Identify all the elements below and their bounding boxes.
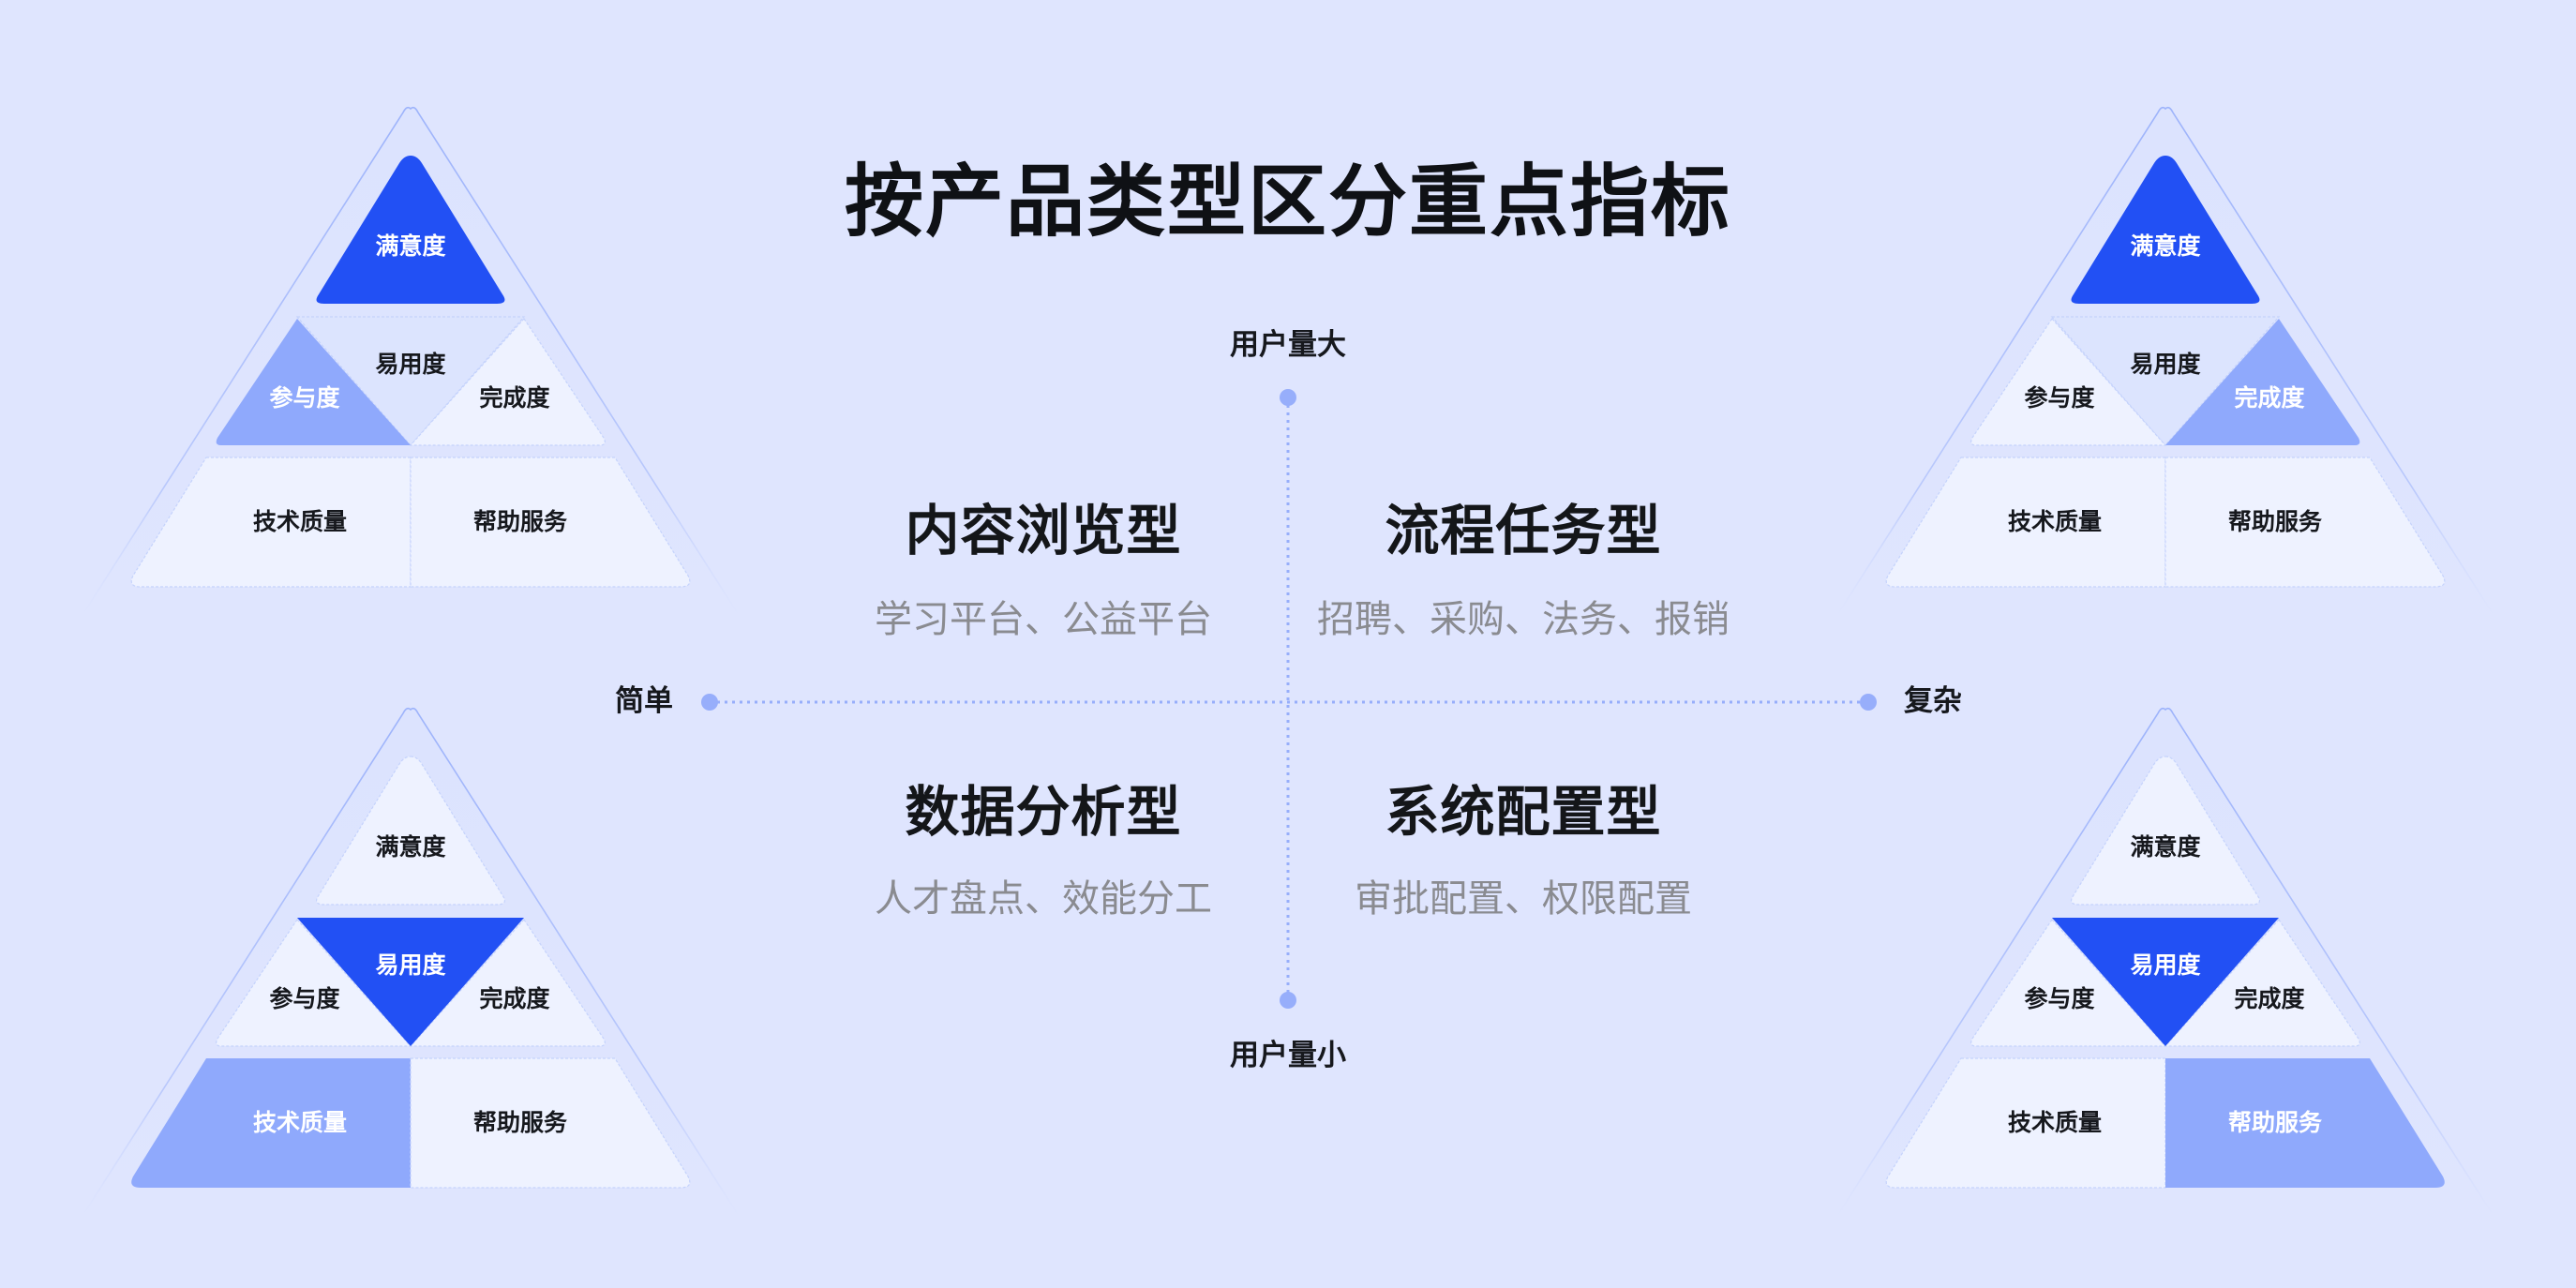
quadrant-heading-system-config: 系统配置型: [1385, 780, 1662, 844]
cell-help-service: [2164, 457, 2446, 588]
cell-ease-of-use: [2052, 918, 2279, 1046]
page-title: 按产品类型区分重点指标: [844, 156, 1731, 247]
cell-tech-quality: [1885, 1057, 2166, 1189]
axis-label-high-users: 用户量大: [1230, 328, 1346, 362]
label-help-service: 帮助服务: [2227, 1109, 2323, 1136]
pyramid-shapes: [81, 106, 741, 616]
cell-help-service: [410, 457, 691, 588]
metric-pyramid-bottom-right: 满意度 易用度 参与度 完成度 技术质量 帮助服务: [1809, 707, 2522, 1235]
cell-satisfaction: [2071, 156, 2260, 304]
label-help-service: 帮助服务: [2227, 508, 2323, 535]
cell-participation: [216, 319, 411, 445]
label-help-service: 帮助服务: [472, 1109, 568, 1136]
cell-completion: [409, 919, 606, 1047]
cell-completion: [2164, 919, 2360, 1047]
cell-tech-quality: [1885, 457, 2166, 588]
metric-pyramid-top-right: 满意度 易用度 参与度 完成度 技术质量 帮助服务: [1809, 106, 2522, 634]
label-ease-of-use: 易用度: [375, 951, 446, 979]
axis-label-complex: 复杂: [1904, 684, 1962, 718]
cell-tech-quality: [130, 457, 412, 588]
label-ease-of-use: 易用度: [2130, 351, 2201, 378]
label-completion: 完成度: [2234, 384, 2305, 412]
axis-top-dot: [1280, 389, 1296, 406]
label-help-service: 帮助服务: [472, 508, 568, 535]
cell-ease-of-use: [297, 918, 524, 1046]
cell-help-service: [2165, 1058, 2445, 1188]
quadrant-examples-process-task: 招聘、采购、法务、报销: [1317, 598, 1730, 641]
cell-satisfaction: [2070, 756, 2261, 906]
label-completion: 完成度: [479, 985, 550, 1012]
label-completion: 完成度: [2234, 985, 2305, 1012]
quadrant-heading-process-task: 流程任务型: [1385, 499, 1662, 562]
cell-tech-quality: [131, 1058, 411, 1188]
label-satisfaction: 满意度: [2130, 833, 2201, 861]
label-satisfaction: 满意度: [375, 232, 446, 260]
quadrant-examples-data-analysis: 人才盘点、效能分工: [875, 877, 1212, 921]
pyramid-shapes: [1835, 106, 2495, 616]
cell-completion: [409, 318, 606, 446]
quadrant-heading-data-analysis: 数据分析型: [905, 780, 1182, 844]
label-tech-quality: 技术质量: [252, 508, 348, 535]
pyramid-shapes: [1835, 707, 2495, 1217]
label-completion: 完成度: [479, 384, 550, 412]
quadrant-heading-content-browsing: 内容浏览型: [905, 499, 1182, 562]
quadrant-examples-system-config: 审批配置、权限配置: [1355, 877, 1692, 921]
axis-bottom-dot: [1280, 992, 1296, 1009]
cell-satisfaction: [315, 756, 506, 906]
metric-pyramid-top-left: 满意度 易用度 参与度 完成度 技术质量 帮助服务: [54, 106, 767, 634]
cell-participation: [1970, 919, 2167, 1047]
axis-label-low-users: 用户量小: [1230, 1039, 1346, 1072]
cell-ease-of-use: [2050, 316, 2281, 446]
label-participation: 参与度: [269, 384, 340, 412]
label-ease-of-use: 易用度: [375, 351, 446, 378]
cell-satisfaction: [316, 156, 505, 304]
label-tech-quality: 技术质量: [2007, 508, 2103, 535]
label-satisfaction: 满意度: [375, 833, 446, 861]
cell-participation: [216, 919, 412, 1047]
cell-ease-of-use: [295, 316, 526, 446]
axis-left-dot: [701, 694, 718, 711]
pyramid-shapes: [81, 707, 741, 1217]
label-participation: 参与度: [2024, 384, 2095, 412]
cell-help-service: [410, 1057, 691, 1189]
label-tech-quality: 技术质量: [252, 1109, 348, 1136]
axis-label-simple: 简单: [615, 684, 673, 718]
label-tech-quality: 技术质量: [2007, 1109, 2103, 1136]
label-participation: 参与度: [2024, 985, 2095, 1012]
cell-completion: [2165, 319, 2360, 445]
label-participation: 参与度: [269, 985, 340, 1012]
axis-right-dot: [1860, 694, 1877, 711]
label-satisfaction: 满意度: [2130, 232, 2201, 260]
cell-participation: [1970, 318, 2167, 446]
label-ease-of-use: 易用度: [2130, 951, 2201, 979]
quadrant-examples-content-browsing: 学习平台、公益平台: [875, 598, 1212, 641]
metric-pyramid-bottom-left: 满意度 易用度 参与度 完成度 技术质量 帮助服务: [54, 707, 767, 1235]
